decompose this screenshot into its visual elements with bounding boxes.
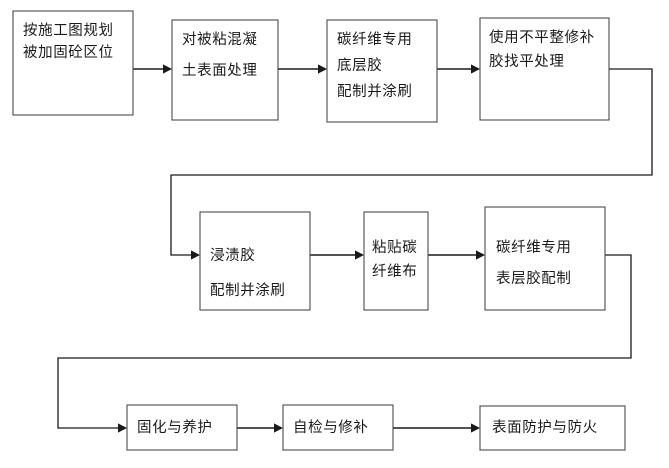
arrow-head-icon	[471, 423, 480, 433]
node-box[interactable]	[479, 405, 626, 451]
node-label-line: 土表面处理	[182, 62, 258, 79]
connector-n9-to-n10	[392, 423, 480, 433]
connector-n8-to-n9	[236, 423, 283, 433]
process-node-8[interactable]: 固化与养护	[126, 404, 238, 451]
process-node-10[interactable]: 表面防护与防火	[479, 405, 626, 451]
connector-n1-to-n2	[132, 64, 172, 74]
arrow-head-icon	[274, 423, 283, 433]
node-box[interactable]	[171, 19, 279, 121]
connector-n2-to-n3	[277, 64, 327, 74]
process-node-9[interactable]: 自检与修补	[282, 404, 394, 451]
arrow-head-icon	[318, 64, 327, 74]
node-box[interactable]	[12, 10, 134, 116]
node-box[interactable]	[199, 211, 311, 311]
node-box[interactable]	[484, 206, 606, 311]
connector-line	[170, 68, 653, 256]
node-label-line: 配制并涂刷	[337, 83, 413, 100]
node-label-line: 底层胶	[337, 57, 382, 74]
node-label-line: 表面防护与防火	[492, 419, 598, 436]
node-label-line: 浸渍胶	[210, 247, 255, 264]
node-label-line: 碳纤维专用	[337, 31, 413, 48]
node-box[interactable]	[363, 211, 429, 311]
connector-n5-to-n6	[309, 250, 364, 260]
connector-line	[57, 254, 632, 429]
arrow-head-icon	[118, 423, 127, 433]
node-box[interactable]	[326, 19, 438, 123]
node-label-line: 纤维布	[372, 263, 417, 280]
connector-n6-to-n7	[427, 250, 485, 260]
connector-n3-to-n4	[436, 64, 480, 74]
node-label-line: 胶找平处理	[489, 53, 565, 70]
node-label-line: 固化与养护	[137, 419, 213, 436]
arrow-head-icon	[476, 250, 485, 260]
connector-n7-to-n8	[57, 254, 632, 433]
node-label-line: 被加固砼区位	[23, 44, 114, 61]
arrow-head-icon	[355, 250, 364, 260]
connector-n4-to-n5	[170, 68, 653, 260]
node-box[interactable]	[282, 404, 394, 451]
nodes-layer: 按施工图规划被加固砼区位对被粘混凝土表面处理碳纤维专用底层胶配制并涂刷使用不平整…	[12, 10, 626, 451]
node-box[interactable]	[126, 404, 238, 451]
node-label-line: 碳纤维专用	[496, 239, 572, 256]
arrow-head-icon	[163, 64, 172, 74]
connectors-layer	[57, 64, 653, 433]
node-label-line: 自检与修补	[293, 419, 369, 436]
node-label-line: 表层胶配制	[496, 270, 572, 287]
node-label-line: 粘贴碳	[372, 239, 417, 256]
arrow-head-icon	[191, 250, 200, 260]
node-box[interactable]	[479, 17, 610, 121]
arrow-head-icon	[471, 64, 480, 74]
node-label-line: 对被粘混凝	[182, 31, 258, 48]
node-label-line: 按施工图规划	[23, 22, 114, 39]
node-label-line: 使用不平整修补	[489, 29, 595, 46]
node-label-line: 配制并涂刷	[210, 282, 286, 299]
